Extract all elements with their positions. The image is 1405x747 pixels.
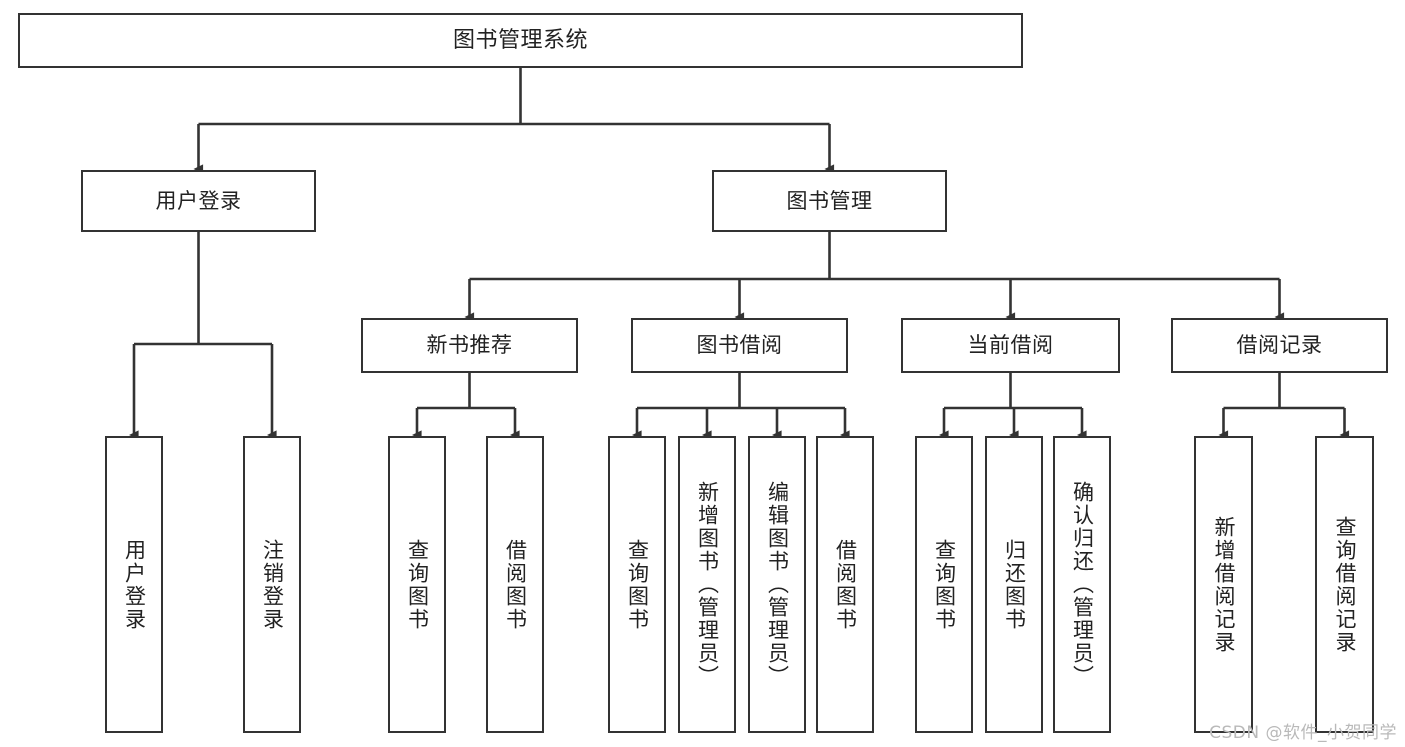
node-n-new-book-rec[interactable]: 新书推荐 [361, 318, 578, 373]
node-l-return-book[interactable]: 归还图书 [985, 436, 1043, 733]
node-n-book-borrow[interactable]: 图书借阅 [631, 318, 848, 373]
node-label: 确认归还（管理员） [1070, 481, 1095, 688]
node-label: 借阅记录 [1236, 333, 1323, 358]
watermark-text: CSDN @软件_小贺同学 [1209, 723, 1397, 743]
node-n-user-login[interactable]: 用户登录 [81, 170, 316, 232]
node-label: 新增借阅记录 [1212, 515, 1236, 654]
node-label: 查询借阅记录 [1333, 515, 1357, 654]
node-label: 查询图书 [405, 538, 430, 631]
node-l-logout[interactable]: 注销登录 [243, 436, 301, 733]
node-l-confirm-return-admin[interactable]: 确认归还（管理员） [1053, 436, 1111, 733]
node-n-current-borrow[interactable]: 当前借阅 [901, 318, 1120, 373]
node-label: 新增图书（管理员） [695, 481, 720, 688]
node-l-add-book-admin[interactable]: 新增图书（管理员） [678, 436, 736, 733]
node-label: 图书管理 [786, 188, 873, 213]
node-l-user-login[interactable]: 用户登录 [105, 436, 163, 733]
node-label: 当前借阅 [967, 333, 1054, 358]
node-label: 注销登录 [260, 538, 285, 631]
node-root[interactable]: 图书管理系统 [18, 13, 1023, 68]
node-label: 查询图书 [932, 538, 957, 631]
node-label: 用户登录 [155, 188, 242, 213]
node-label: 图书借阅 [696, 333, 783, 358]
node-label: 借阅图书 [833, 538, 858, 631]
node-l-add-borrow-record[interactable]: 新增借阅记录 [1194, 436, 1253, 733]
node-l-query-book-1[interactable]: 查询图书 [388, 436, 446, 733]
node-label: 图书管理系统 [452, 27, 588, 53]
node-n-borrow-record[interactable]: 借阅记录 [1171, 318, 1388, 373]
node-l-query-book-2[interactable]: 查询图书 [608, 436, 666, 733]
node-label: 新书推荐 [426, 333, 513, 358]
node-label: 用户登录 [122, 538, 147, 631]
node-l-edit-book-admin[interactable]: 编辑图书（管理员） [748, 436, 806, 733]
node-label: 编辑图书（管理员） [765, 481, 790, 688]
node-l-query-book-3[interactable]: 查询图书 [915, 436, 973, 733]
node-label: 借阅图书 [503, 538, 528, 631]
node-label: 归还图书 [1002, 538, 1027, 631]
node-label: 查询图书 [625, 538, 650, 631]
node-l-borrow-book-1[interactable]: 借阅图书 [486, 436, 544, 733]
node-l-borrow-book-2[interactable]: 借阅图书 [816, 436, 874, 733]
node-l-query-borrow-record[interactable]: 查询借阅记录 [1315, 436, 1374, 733]
node-n-book-manage[interactable]: 图书管理 [712, 170, 947, 232]
